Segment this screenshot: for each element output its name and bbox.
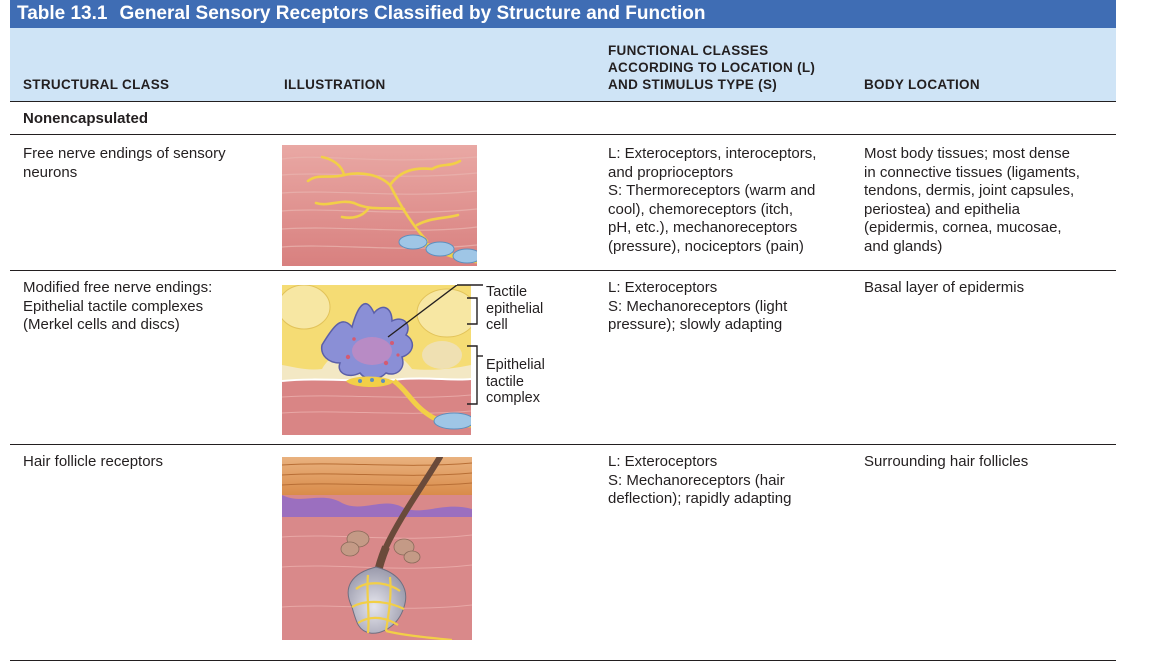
- row2-structural: Modified free nerve endings: Epithelial …: [23, 279, 212, 335]
- header-illustration: ILLUSTRATION: [284, 77, 386, 92]
- tactile-complex-illustration: [282, 285, 471, 435]
- text-line: (Merkel cells and discs): [23, 316, 180, 333]
- text-line: Tactile: [486, 284, 528, 300]
- text-line: (pressure), nociceptors (pain): [608, 237, 804, 255]
- text-line: L: Exteroceptors: [608, 453, 718, 470]
- text-line: Surrounding hair follicles: [864, 453, 1029, 470]
- header-divider: [10, 101, 1116, 102]
- callout-epithelial-tactile-complex: Epithelial tactile complex: [486, 357, 545, 407]
- row-divider: [10, 270, 1116, 271]
- table-title-bar: Table 13.1 General Sensory Receptors Clas…: [10, 0, 1116, 28]
- text-line: S: Thermoreceptors (warm and: [608, 182, 816, 199]
- row3-body-location: Surrounding hair follicles: [864, 453, 1028, 472]
- text-line: tendons, dermis, joint capsules,: [864, 182, 1075, 199]
- text-line: pH, etc.), mechanoreceptors: [608, 219, 798, 236]
- row1-body-location: Most body tissues; most dense in connect…: [864, 145, 1080, 256]
- callout-bracket-lines: [457, 284, 483, 405]
- group-label: Nonencapsulated: [23, 110, 149, 127]
- hair-follicle-illustration: [282, 457, 472, 640]
- row2-functional: L: Exteroceptors S: Mechanoreceptors (li…: [608, 279, 787, 335]
- text-line: S: Mechanoreceptors (light: [608, 297, 788, 315]
- text-line: deflection); rapidly adapting: [608, 490, 792, 507]
- text-line: in connective tissues (ligaments,: [864, 163, 1080, 181]
- text-line: epithelial: [486, 300, 544, 317]
- table-title: General Sensory Receptors Classified by …: [119, 3, 706, 24]
- text-line: (epidermis, cornea, mucosae,: [864, 219, 1062, 236]
- row3-structural: Hair follicle receptors: [23, 453, 163, 472]
- row-divider: [10, 660, 1116, 661]
- text-line: pressure); slowly adapting: [608, 316, 783, 333]
- text-line: L: Exteroceptors, interoceptors,: [608, 145, 817, 162]
- table-number: Table 13.1: [17, 3, 108, 24]
- text-line: periostea) and epithelia: [864, 200, 1020, 218]
- text-line: cell: [486, 317, 508, 333]
- text-line: Modified free nerve endings:: [23, 279, 213, 296]
- free-nerve-endings-illustration: [282, 145, 477, 266]
- row1-structural: Free nerve endings of sensory neurons: [23, 145, 226, 182]
- table-header: STRUCTURAL CLASS ILLUSTRATION FUNCTIONAL…: [10, 28, 1116, 101]
- text-line: and glands): [864, 237, 943, 255]
- text-line: neurons: [23, 163, 78, 181]
- text-line: Most body tissues; most dense: [864, 145, 1070, 162]
- text-line: tactile: [486, 373, 524, 390]
- text-line: cool), chemoreceptors (itch,: [608, 200, 794, 218]
- text-line: complex: [486, 390, 540, 406]
- text-line: L: Exteroceptors: [608, 279, 718, 296]
- header-functional-line: ACCORDING TO LOCATION (L): [608, 60, 816, 75]
- row3-functional: L: Exteroceptors S: Mechanoreceptors (ha…: [608, 453, 791, 509]
- table-page: Table 13.1 General Sensory Receptors Clas…: [10, 0, 1116, 664]
- header-functional-classes: FUNCTIONAL CLASSES ACCORDING TO LOCATION…: [608, 42, 815, 93]
- header-body-location: BODY LOCATION: [864, 77, 980, 92]
- group-row-nonencapsulated: Nonencapsulated: [10, 102, 1116, 135]
- row2-body-location: Basal layer of epidermis: [864, 279, 1024, 298]
- text-line: and proprioceptors: [608, 163, 734, 181]
- text-line: Epithelial: [486, 357, 545, 373]
- row-divider: [10, 134, 1116, 135]
- header-structural-class: STRUCTURAL CLASS: [23, 77, 170, 92]
- row-divider: [10, 444, 1116, 445]
- header-functional-line: AND STIMULUS TYPE (S): [608, 77, 778, 92]
- text-line: Hair follicle receptors: [23, 453, 164, 470]
- text-line: Epithelial tactile complexes: [23, 297, 204, 315]
- text-line: Basal layer of epidermis: [864, 279, 1025, 296]
- header-functional-line: FUNCTIONAL CLASSES: [608, 43, 769, 58]
- text-line: Free nerve endings of sensory: [23, 145, 226, 162]
- row1-functional: L: Exteroceptors, interoceptors, and pro…: [608, 145, 816, 256]
- text-line: S: Mechanoreceptors (hair: [608, 471, 785, 489]
- callout-tactile-epithelial-cell: Tactile epithelial cell: [486, 284, 543, 334]
